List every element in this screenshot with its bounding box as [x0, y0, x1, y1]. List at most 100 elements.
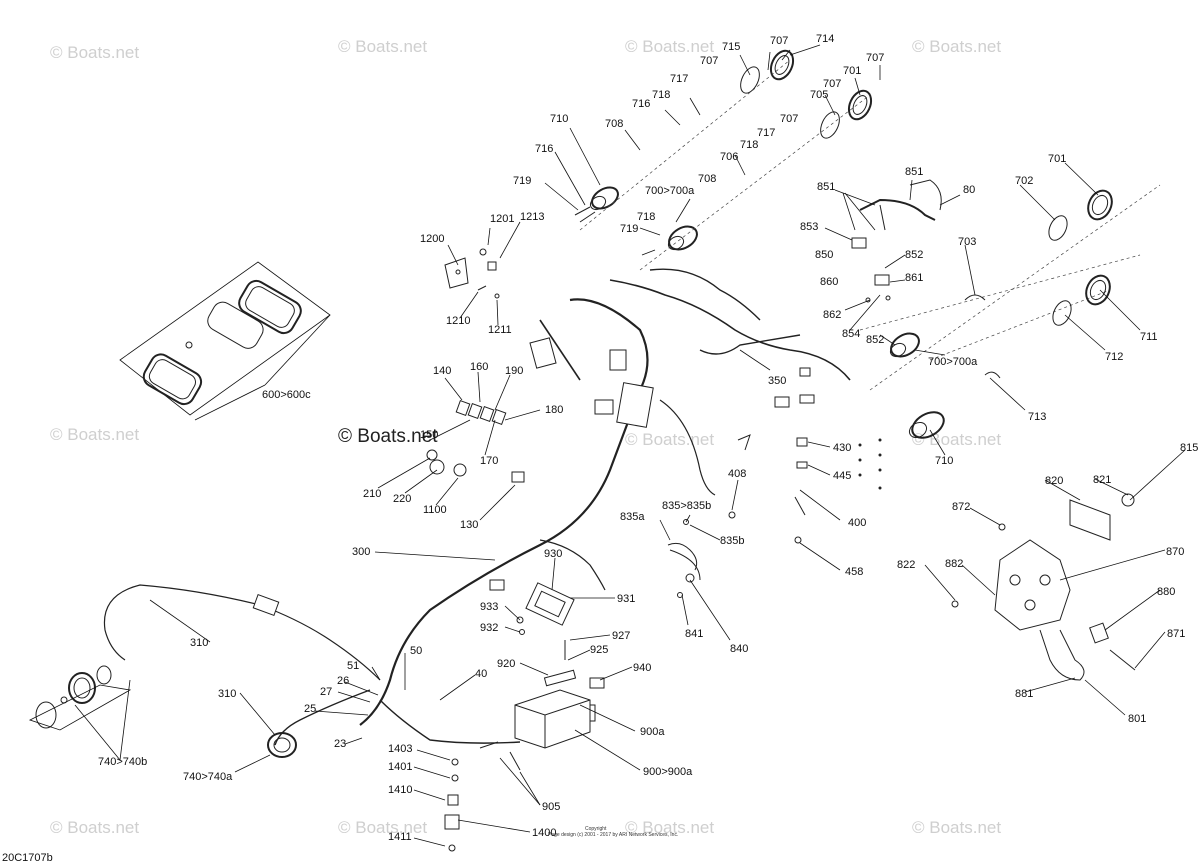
- callout: 707: [780, 113, 798, 125]
- callout: 860: [820, 276, 838, 288]
- callout: 717: [757, 127, 775, 139]
- callout: 920: [497, 658, 515, 670]
- leader-lines: [74, 44, 1186, 847]
- module-930: [516, 582, 575, 635]
- callout: 872: [952, 501, 970, 513]
- callout: 170: [480, 455, 498, 467]
- callout: 719: [620, 223, 638, 235]
- callout: 862: [823, 309, 841, 321]
- callout: 716: [632, 98, 650, 110]
- callout: 80: [963, 184, 975, 196]
- callout: 717: [670, 73, 688, 85]
- callout: 700>700a: [928, 356, 978, 368]
- callout: 870: [1166, 546, 1184, 558]
- callout: 1213: [520, 211, 544, 223]
- callout: 1401: [388, 761, 412, 773]
- callout: 927: [612, 630, 630, 642]
- callout: 1403: [388, 743, 412, 755]
- callout: 700>700a: [645, 185, 695, 197]
- callout: 905: [542, 801, 560, 813]
- wiring-harness: [103, 268, 851, 746]
- callout: 706: [720, 151, 738, 163]
- callout: 930: [544, 548, 562, 560]
- watermark: © Boats.net: [50, 425, 139, 444]
- watermark: © Boats.net: [625, 430, 714, 449]
- callout: 190: [505, 365, 523, 377]
- callout: 1200: [420, 233, 444, 245]
- callout: 854: [842, 328, 860, 340]
- callout: 882: [945, 558, 963, 570]
- callout: 740>740a: [183, 771, 233, 783]
- callout: 850: [815, 249, 833, 261]
- callout: 300: [352, 546, 370, 558]
- callout: 51: [347, 660, 359, 672]
- callout: 835>835b: [662, 500, 711, 512]
- callout: 180: [545, 404, 563, 416]
- callout: 881: [1015, 688, 1033, 700]
- bracket-870: [951, 493, 1136, 681]
- callout: 1211: [488, 324, 512, 336]
- callout: 350: [768, 375, 786, 387]
- callout: 719: [513, 175, 531, 187]
- watermark: © Boats.net: [338, 37, 427, 56]
- callout: 710: [935, 455, 953, 467]
- callout: 852: [905, 249, 923, 261]
- callout: 716: [535, 143, 553, 155]
- callout: 26: [337, 675, 349, 687]
- callout: 707: [823, 78, 841, 90]
- callout: 815: [1180, 442, 1198, 454]
- callout: 160: [470, 361, 488, 373]
- callout: 932: [480, 622, 498, 634]
- callout: 820: [1045, 475, 1063, 487]
- callout: 835b: [720, 535, 744, 547]
- callout: 925: [590, 644, 608, 656]
- callout: 712: [1105, 351, 1123, 363]
- callout: 711: [1140, 331, 1158, 343]
- callout: 210: [363, 488, 381, 500]
- callout: 715: [722, 41, 740, 53]
- callout: 931: [617, 593, 635, 605]
- callout: 707: [770, 35, 788, 47]
- callout: 400: [848, 517, 866, 529]
- callout: 852: [866, 334, 884, 346]
- callout: 841: [685, 628, 703, 640]
- callout: 701: [843, 65, 861, 77]
- bracket-850: [851, 179, 942, 303]
- callout: 1400: [532, 827, 556, 839]
- copyright-line: Copyright: [585, 826, 607, 832]
- watermark: © Boats.net: [912, 818, 1001, 837]
- watermark: © Boats.net: [912, 37, 1001, 56]
- callout: 310: [218, 688, 236, 700]
- callout: 1201: [490, 213, 514, 225]
- callout: 900a: [640, 726, 665, 738]
- speaker-rings-right: [964, 189, 1113, 379]
- callout: 718: [637, 211, 655, 223]
- callout: 708: [698, 173, 716, 185]
- callout: 707: [700, 55, 718, 67]
- callout: 25: [304, 703, 316, 715]
- light-740: [28, 665, 297, 758]
- switch-cluster: [426, 400, 525, 483]
- callout: 1100: [423, 504, 447, 516]
- callout: 718: [652, 89, 670, 101]
- watermark: © Boats.net: [338, 818, 427, 837]
- callout: 140: [433, 365, 451, 377]
- clips-1400: [444, 741, 521, 852]
- callout: 871: [1167, 628, 1185, 640]
- callout: 702: [1015, 175, 1033, 187]
- speaker-rings-top: [740, 49, 873, 139]
- watermarks: © Boats.net © Boats.net © Boats.net © Bo…: [50, 37, 1001, 837]
- callout: 23: [334, 738, 346, 750]
- copyright-line: Page design (c) 2001 - 2017 by ARI Netwo…: [548, 832, 678, 838]
- callout: 940: [633, 662, 651, 674]
- callout: 740>740b: [98, 756, 147, 768]
- callout: 445: [833, 470, 851, 482]
- callout: 900>900a: [643, 766, 693, 778]
- watermark: © Boats.net: [625, 37, 714, 56]
- callout: 703: [958, 236, 976, 248]
- watermark: © Boats.net: [50, 818, 139, 837]
- callout: 220: [393, 493, 411, 505]
- small-parts-right: [728, 434, 882, 544]
- callout: 458: [845, 566, 863, 578]
